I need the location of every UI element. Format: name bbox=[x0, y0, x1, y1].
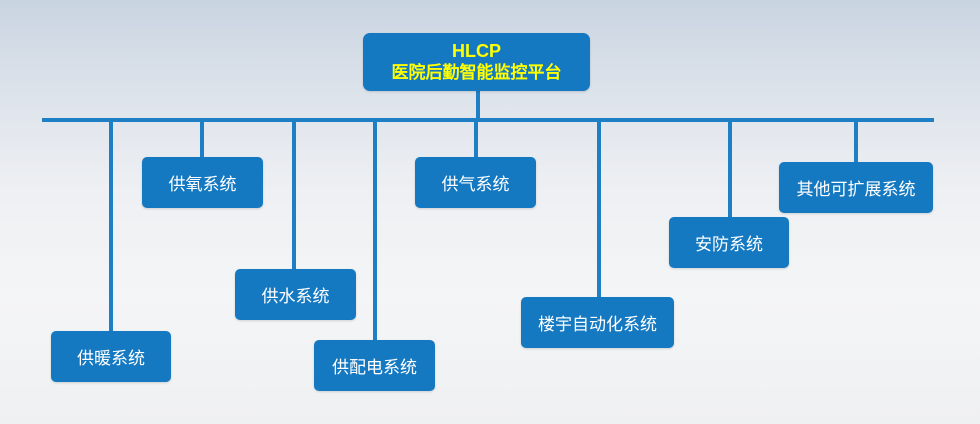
connector-power bbox=[373, 120, 377, 341]
node-heating-system: 供暖系统 bbox=[51, 331, 171, 382]
main-bus-line bbox=[42, 118, 934, 122]
node-security-system: 安防系统 bbox=[669, 217, 789, 268]
root-connector bbox=[476, 90, 480, 120]
connector-water bbox=[292, 120, 296, 270]
root-title: HLCP bbox=[452, 41, 501, 61]
connector-heating bbox=[109, 120, 113, 332]
node-power-system: 供配电系统 bbox=[314, 340, 435, 391]
connector-security bbox=[728, 120, 732, 218]
node-water-system: 供水系统 bbox=[235, 269, 356, 320]
connector-building-automation bbox=[597, 120, 601, 298]
connector-gas bbox=[474, 120, 478, 158]
root-subtitle: 医院后勤智能监控平台 bbox=[391, 63, 562, 83]
node-oxygen-system: 供氧系统 bbox=[142, 157, 263, 208]
node-extensible-system: 其他可扩展系统 bbox=[779, 162, 933, 213]
connector-extensible bbox=[854, 120, 858, 163]
node-gas-system: 供气系统 bbox=[415, 157, 536, 208]
root-node-hlcp: HLCP 医院后勤智能监控平台 bbox=[363, 33, 590, 91]
connector-oxygen bbox=[200, 120, 204, 158]
node-building-automation-system: 楼宇自动化系统 bbox=[521, 297, 674, 348]
